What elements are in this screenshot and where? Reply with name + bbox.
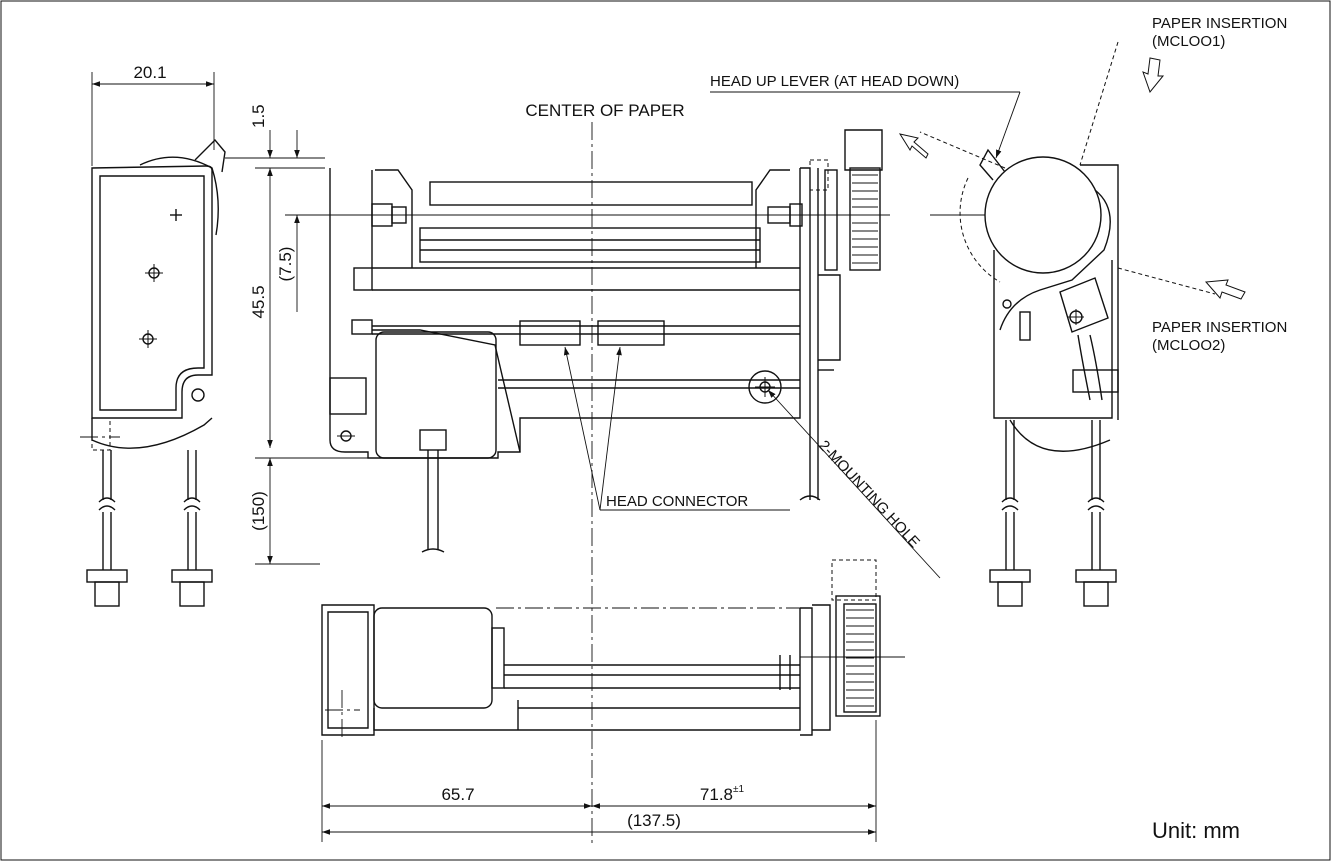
bottom-view: [321, 559, 905, 740]
arrow-insertion-2-icon: [1204, 279, 1246, 300]
bottom-dimensions: 65.7 71.8±1 (137.5): [321, 720, 877, 842]
arrow-insertion-1-icon: [1142, 57, 1165, 94]
vertical-dimensions: 1.5 (7.5) 45.5 (150): [225, 104, 380, 565]
dim-center-to-right-label: 71.8±1: [700, 784, 745, 804]
left-side-view: [80, 138, 226, 607]
dim-total-width-label: (137.5): [627, 811, 681, 830]
unit-label: Unit: mm: [1152, 818, 1240, 843]
head-up-lever-callout: HEAD UP LEVER (AT HEAD DOWN): [710, 73, 1021, 159]
dim-cable-length-label: (150): [249, 491, 268, 531]
dim-width-side-label: 20.1: [133, 63, 166, 82]
mounting-hole-label: 2-MOUNTING HOLE: [815, 437, 923, 551]
center-of-paper-label: CENTER OF PAPER: [525, 101, 684, 120]
front-view: [285, 129, 890, 553]
head-up-lever-label: HEAD UP LEVER (AT HEAD DOWN): [710, 73, 959, 90]
dim-left-to-center-label: 65.7: [441, 785, 474, 804]
arrow-head-up-icon: [898, 133, 929, 159]
paper-insertion-2-label: PAPER INSERTION: [1152, 319, 1287, 336]
paper-insertion-1-label: PAPER INSERTION: [1152, 15, 1287, 32]
paper-insertion-1-code: (MCLOO1): [1152, 33, 1225, 50]
paper-insertion-2-code: (MCLOO2): [1152, 337, 1225, 354]
paper-direction-arrows: [898, 57, 1246, 300]
dim-roller-offset-label: (7.5): [276, 247, 295, 282]
dim-offset-top-label: 1.5: [249, 104, 268, 128]
dim-height-label: 45.5: [249, 285, 268, 318]
right-side-view: [919, 41, 1216, 607]
dim-width-side: 20.1: [91, 63, 215, 166]
head-connector-callout: HEAD CONNECTOR: [563, 346, 790, 511]
head-connector-label: HEAD CONNECTOR: [606, 493, 748, 510]
mounting-hole-callout: 2-MOUNTING HOLE: [767, 389, 941, 579]
